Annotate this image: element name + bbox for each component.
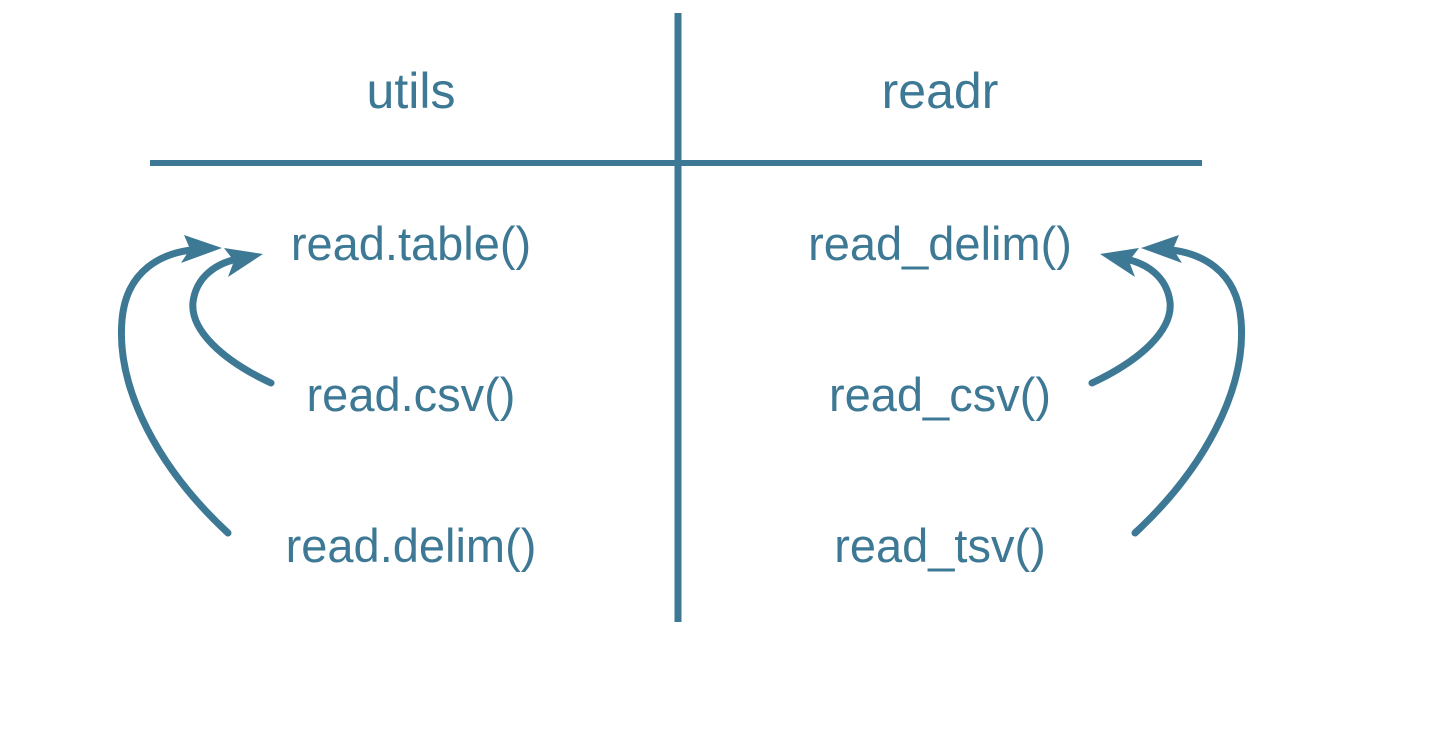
arrow-utils-delim-to-table [117, 235, 232, 537]
arrow-utils-csv-to-table [189, 248, 275, 387]
function-label-read-table: read.table() [290, 217, 532, 270]
column-header-utils: utils [366, 63, 456, 119]
arrow-readr-tsv-to-delim [1131, 235, 1246, 537]
function-label-read-tsv-readr: read_tsv() [834, 519, 1046, 572]
function-label-read-delim-readr: read_delim() [808, 217, 1072, 270]
function-label-read-csv-readr: read_csv() [828, 368, 1052, 421]
function-label-read-delim: read.delim() [285, 519, 537, 572]
arrow-readr-csv-to-delim [1088, 248, 1174, 387]
function-label-read-csv: read.csv() [306, 368, 516, 421]
column-header-readr: readr [881, 63, 999, 119]
